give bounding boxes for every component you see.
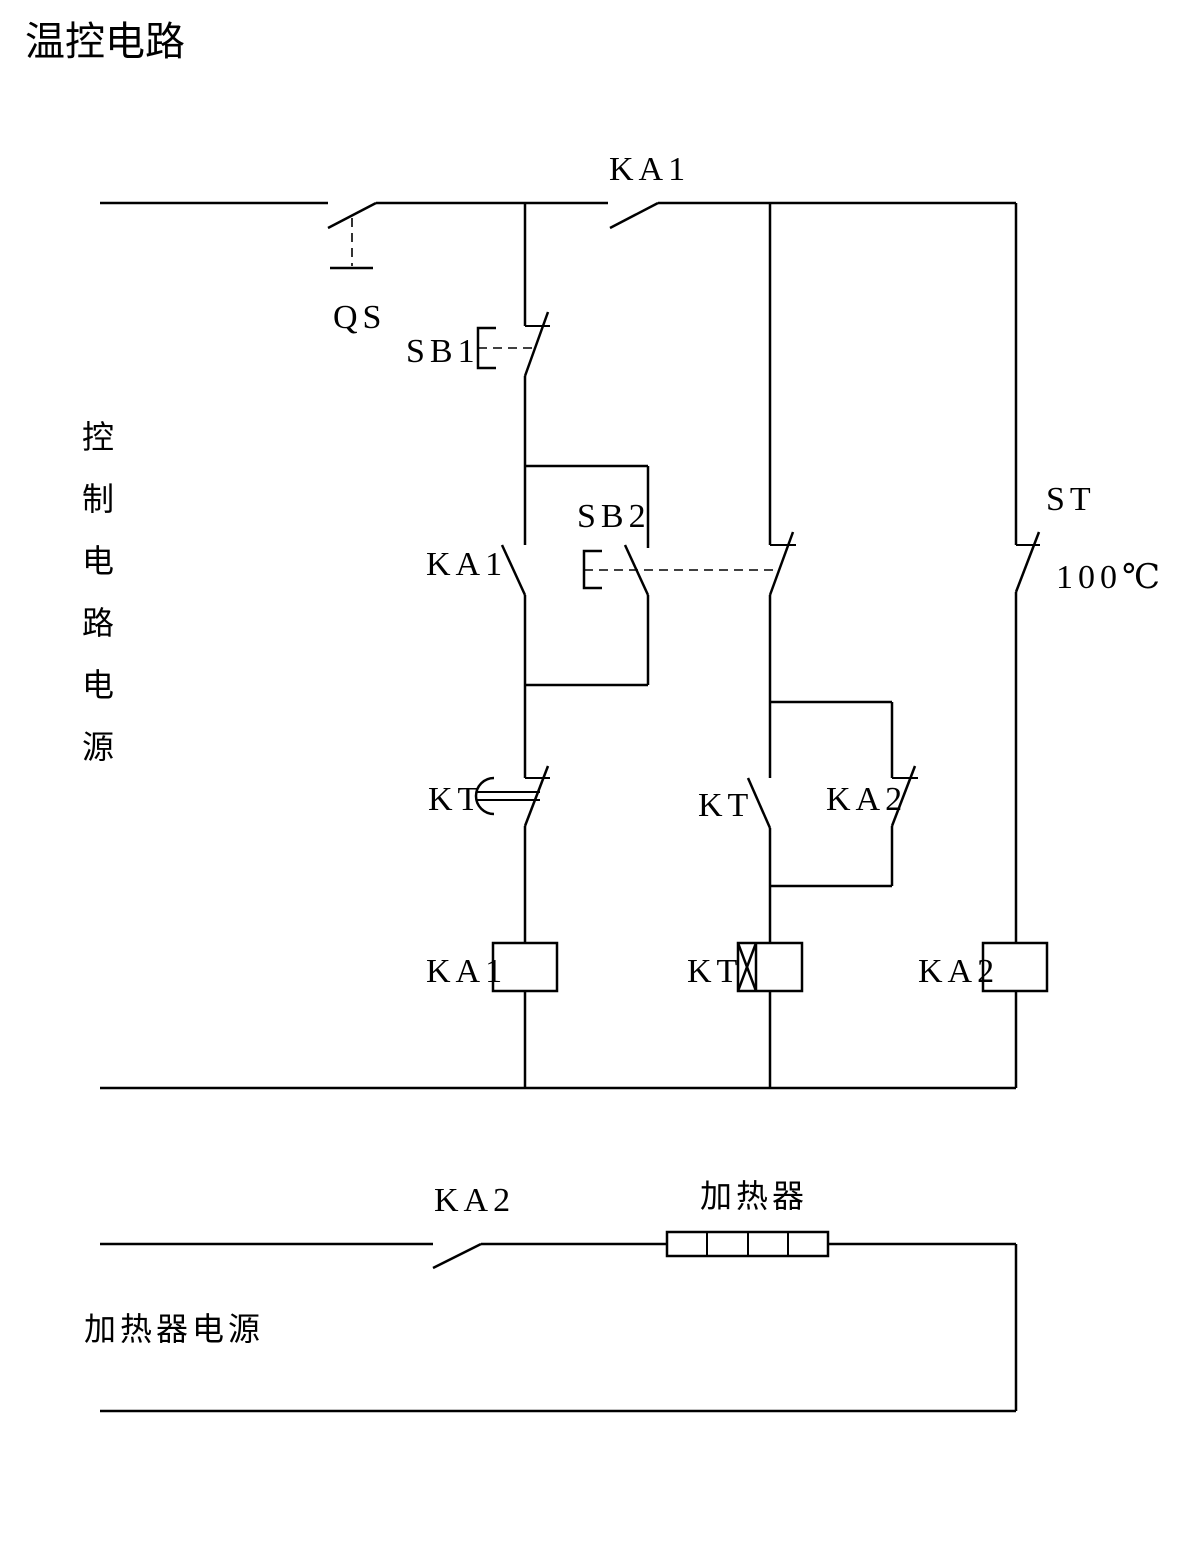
label-sb1: SB1 xyxy=(406,333,480,370)
control-power-char: 源 xyxy=(82,728,114,766)
label-sb2: SB2 xyxy=(577,498,651,535)
label-heater: 加热器 xyxy=(700,1177,808,1215)
label-ka2-contact: KA2 xyxy=(826,781,907,818)
page-title: 温控电路 xyxy=(25,19,185,65)
label-st-temperature: 100℃ xyxy=(1056,559,1165,596)
ka2-heater-contact-blade xyxy=(432,1242,482,1270)
heater-circuit xyxy=(100,1230,1018,1413)
component-labels: QS SB1 SB2 KA1 KA1 KA1 KT KT KT KA2 KA2 … xyxy=(333,151,1165,1219)
label-kt-contact-left: KT xyxy=(428,781,483,818)
ka1-holding-contact-blade xyxy=(500,544,527,596)
label-ka2-heater-contact: KA2 xyxy=(434,1182,515,1219)
label-st: ST xyxy=(1046,481,1096,518)
label-ka1-contact: KA1 xyxy=(426,546,507,583)
ka2-nc-contact-blade xyxy=(890,765,917,827)
control-power-char: 电 xyxy=(82,542,114,580)
control-circuit xyxy=(100,201,1049,1090)
kt-no-contact-blade xyxy=(746,777,772,829)
control-power-char: 电 xyxy=(82,666,114,704)
heater-power-label: 加热器电源 xyxy=(84,1310,264,1348)
label-qs: QS xyxy=(333,299,386,336)
label-ka1-top: KA1 xyxy=(609,151,690,188)
label-ka1-coil: KA1 xyxy=(426,953,507,990)
label-ka2-coil: KA2 xyxy=(918,953,999,990)
control-power-char: 路 xyxy=(82,604,114,642)
control-power-label: 控 制 电 路 电 源 xyxy=(82,418,114,766)
label-kt-coil: KT xyxy=(687,953,742,990)
sb1-blade xyxy=(523,311,550,377)
kt-nc-contact-blade xyxy=(523,765,550,827)
control-power-char: 制 xyxy=(82,480,114,518)
label-kt-contact-mid: KT xyxy=(698,787,753,824)
kt-delay-arc xyxy=(474,776,495,816)
qs-switch-blade xyxy=(327,201,377,230)
st-thermostat-contact-blade xyxy=(1014,531,1041,593)
control-power-char: 控 xyxy=(82,418,114,456)
kt-coil-cross-2 xyxy=(736,942,758,992)
sb2-nc-contact-blade xyxy=(768,531,795,596)
ka1-top-contact-blade xyxy=(609,201,659,230)
